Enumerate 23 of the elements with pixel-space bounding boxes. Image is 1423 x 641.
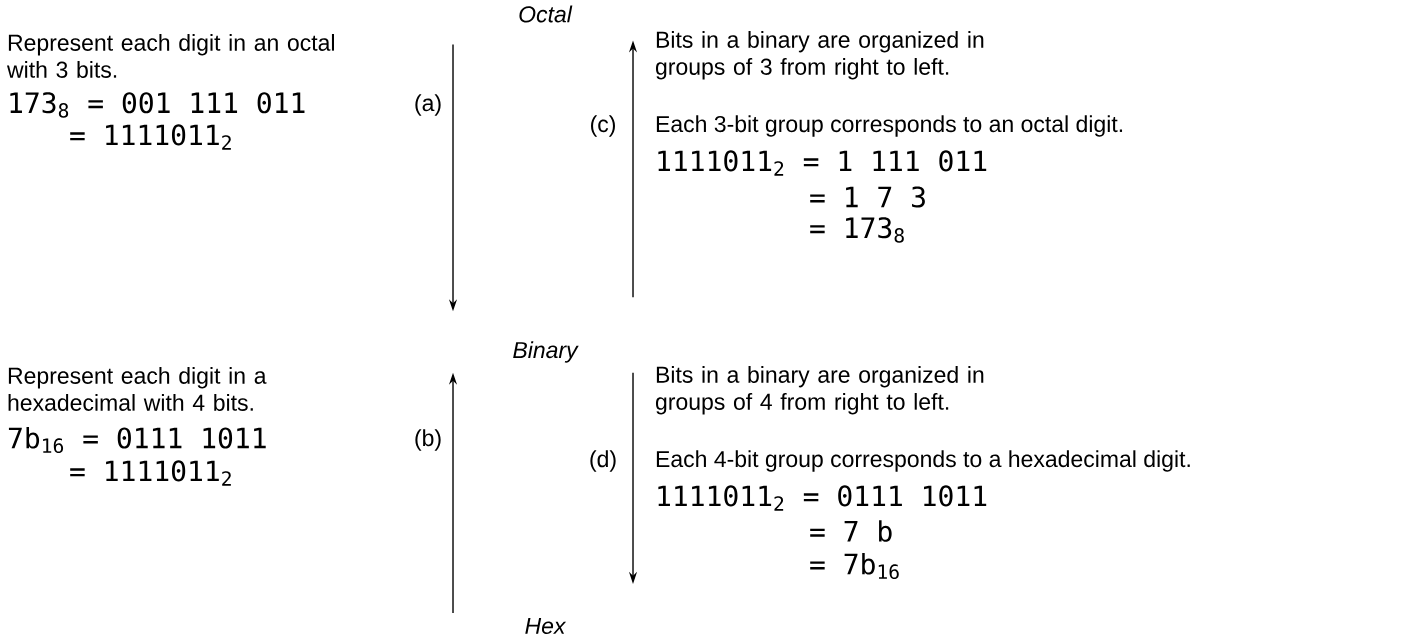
equation-text: = 173$_{8}$ bbox=[810, 217, 904, 243]
equation-text: = 7b$_{16}$ bbox=[810, 552, 899, 580]
equation-text: = 1111011$_{2}$ bbox=[70, 124, 231, 150]
node-label: Binary bbox=[513, 341, 579, 363]
equation-text: 1111011$_{2}$ = 1 111 011 bbox=[658, 150, 987, 176]
node-label: Octal bbox=[519, 5, 573, 23]
equation-text: = 1111011$_{2}$ bbox=[70, 460, 231, 486]
equation-text: = 1 7 3 bbox=[810, 186, 925, 208]
edge-label: (a) bbox=[415, 94, 441, 116]
description-text: Each 3-bit group corresponds to an octal digit. bbox=[656, 115, 1123, 137]
description-text: Represent each digit in a hexadecimal with 4 bits. bbox=[8, 367, 267, 411]
equation-text: 7b$_{16}$ = 0111 1011 bbox=[8, 426, 266, 454]
node-label: Hex bbox=[525, 618, 567, 634]
equation-text: = 7 b bbox=[810, 520, 892, 542]
equation-text: 1111011$_{2}$ = 0111 1011 bbox=[658, 485, 987, 511]
description-text: Bits in a binary are organized in groups of 3 from right to left. bbox=[656, 31, 984, 80]
description-text: Each 4-bit group corresponds to a hexadecimal digit. bbox=[656, 450, 1190, 472]
description-text: Represent each digit in an octal with 3 bits. bbox=[7, 34, 334, 78]
edge-label: (c) bbox=[591, 115, 615, 137]
edge-label: (d) bbox=[590, 450, 616, 472]
edge-label: (b) bbox=[415, 429, 441, 451]
description-text: Bits in a binary are organized in groups of 4 from right to left. bbox=[656, 366, 984, 415]
equation-text: 173$_{8}$ = 001 111 011 bbox=[10, 92, 305, 118]
